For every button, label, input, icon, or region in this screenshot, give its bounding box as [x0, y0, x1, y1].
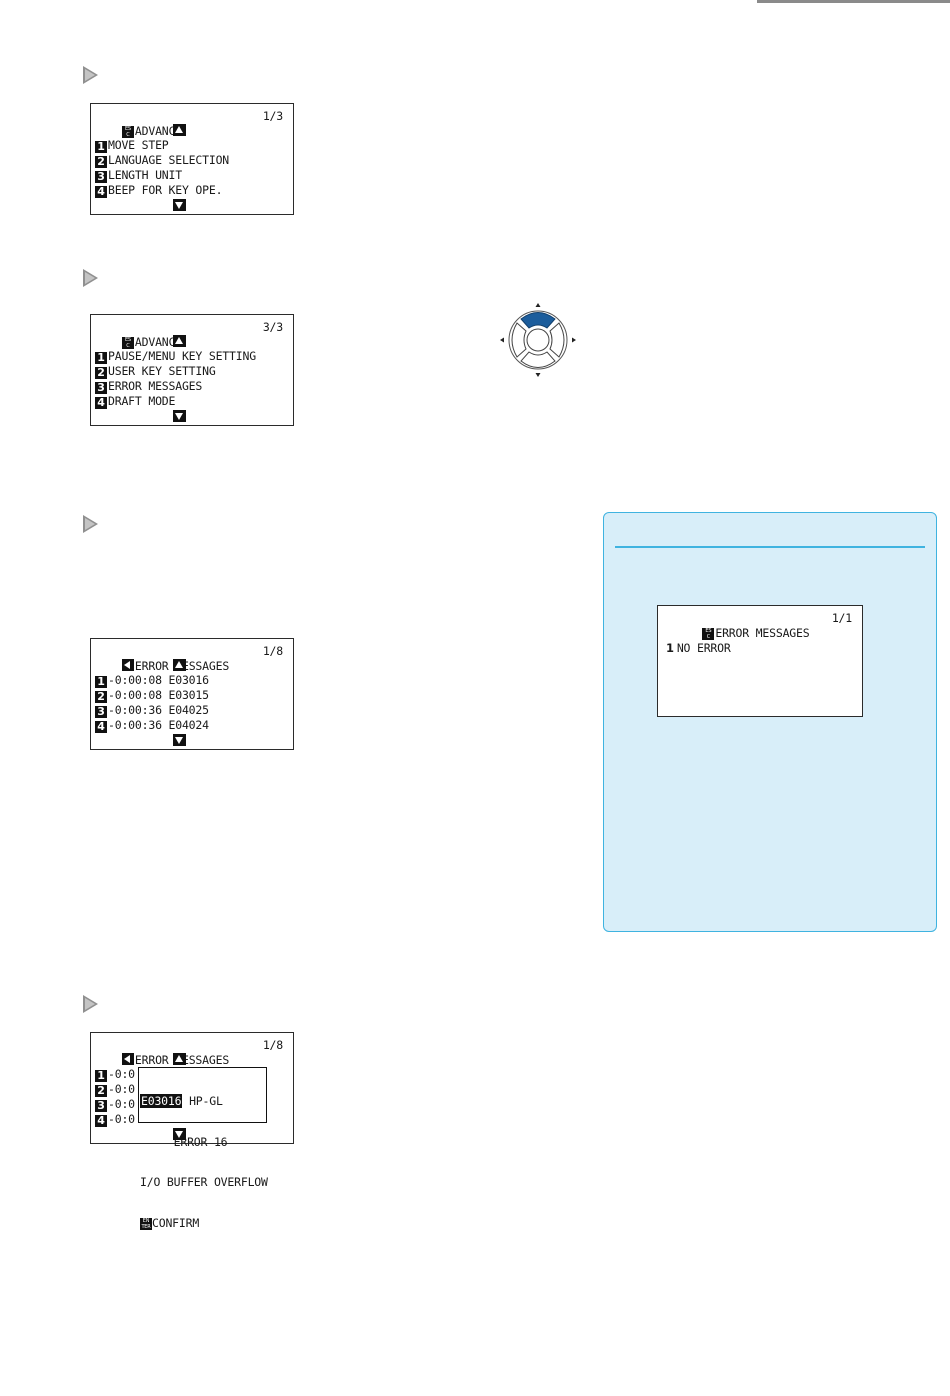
error-detail-popup: E03016 HP-GL ERROR 16 I/O BUFFER OVERFLO… [138, 1067, 268, 1230]
screen-title: ADVANCE [134, 334, 182, 349]
error-log-row: 3-0:0 [95, 1097, 291, 1112]
down-arrow-icon [173, 1128, 186, 1140]
step-arrow-icon [83, 66, 98, 84]
step-arrow-icon [83, 269, 98, 287]
page-edge-line [757, 0, 950, 3]
up-arrow-icon [173, 1053, 186, 1065]
screen-title: ERROR MESSAGES [715, 625, 810, 640]
down-arrow-icon [173, 199, 186, 211]
error-log-row: 4-0:00:36 E04024 [95, 718, 291, 733]
screen-title: ERROR MESSAGES [134, 1052, 230, 1067]
lcd-screen-error-messages: ERROR MESSAGES 1/8 1-0:00:08 E03016 2-0:… [90, 638, 294, 750]
page-indicator: 1/8 [262, 644, 283, 658]
page-indicator: 3/3 [262, 320, 283, 334]
step-arrow-icon [83, 995, 98, 1013]
error-log-row: 1-0:00:08 E03016 [95, 673, 291, 688]
up-arrow-icon [173, 124, 186, 136]
confirm-label: CONFIRM [152, 1215, 200, 1230]
step-arrow-icon [83, 515, 98, 533]
back-arrow-icon [121, 1052, 134, 1065]
error-log-row: 1-0:0 [95, 1067, 291, 1082]
pad-up-key [520, 312, 556, 329]
error-name: ERROR 16 [140, 1134, 228, 1149]
back-arrow-icon [121, 658, 134, 671]
down-arrow-icon [173, 734, 186, 746]
up-arrow-icon [173, 659, 186, 671]
page-indicator: 1/3 [262, 109, 283, 123]
error-code: E03016 [140, 1094, 183, 1108]
screen-title: ERROR MESSAGES [134, 658, 230, 673]
error-log-row: 2-0:0 [95, 1082, 291, 1097]
position-key-pad-icon [500, 303, 576, 377]
lcd-screen-error-detail: ERROR MESSAGES 1/8 1-0:0 2-0:0 3-0:0 4-0… [90, 1032, 294, 1230]
up-arrow-icon [173, 335, 186, 347]
page-indicator: 1/8 [262, 1038, 283, 1052]
error-description: I/O BUFFER OVERFLOW [140, 1175, 268, 1189]
note-divider [615, 546, 925, 548]
page-indicator: 1/1 [831, 611, 852, 625]
down-arrow-icon [173, 410, 186, 422]
error-log-row: 2-0:00:08 E03015 [95, 688, 291, 703]
screen-title: ADVANCE [134, 123, 182, 138]
error-log-row: 3-0:00:36 E04025 [95, 703, 291, 718]
error-log-row: 4-0:0 [95, 1112, 291, 1127]
